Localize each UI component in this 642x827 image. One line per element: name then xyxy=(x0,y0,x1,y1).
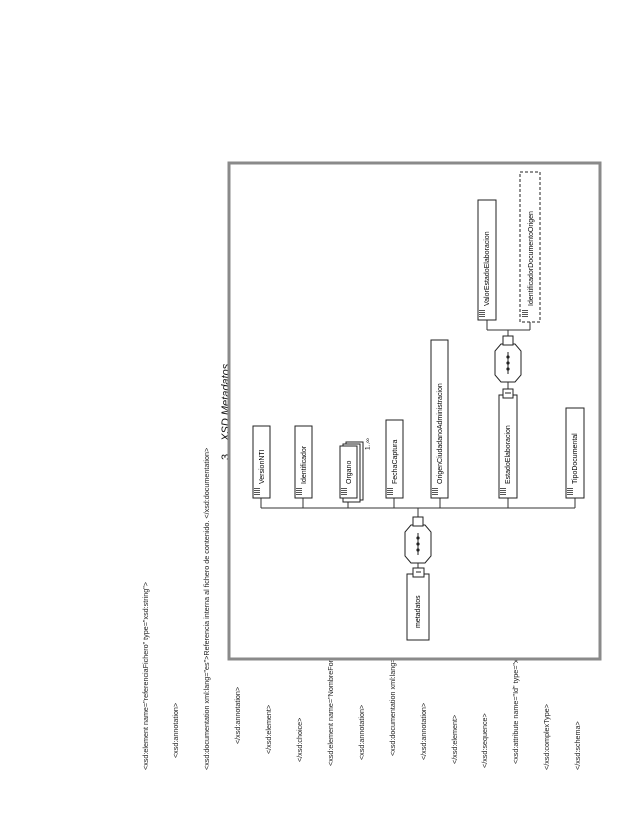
element-label: Identificador xyxy=(301,445,308,484)
element-box-origenciudadanoadministracion: OrigenCiudadanoAdministracion xyxy=(430,339,449,499)
element-label: FechaCaptura xyxy=(392,440,399,484)
element-box-fechacaptura: FechaCaptura xyxy=(385,419,404,499)
element-label: ValorEstadoElaboracion xyxy=(484,231,491,306)
connectors xyxy=(260,320,576,574)
element-box-valorestadoelaboracion: ValorEstadoElaboracion xyxy=(477,199,497,321)
element-label: EstadoElaboracion xyxy=(505,425,512,484)
element-label: Organo xyxy=(346,461,353,484)
element-label: VersionNTI xyxy=(259,449,266,484)
element-box-identificadordocumentoorigen: IdentificadorDocumentoOrigen xyxy=(519,171,541,323)
element-box-metadatos: metadatos xyxy=(406,567,430,641)
element-box-identificador: Identificador xyxy=(294,425,313,499)
element-box-tipodocumental: TipoDocumental xyxy=(565,407,585,499)
element-box-estadoelaboracion: EstadoElaboracion xyxy=(498,388,518,499)
element-label: TipoDocumental xyxy=(572,433,579,484)
element-label: metadatos xyxy=(415,595,422,628)
element-label: OrigenCiudadanoAdministracion xyxy=(437,383,444,484)
element-box-versionnti: VersionNTI xyxy=(252,425,271,499)
sequence-compositor xyxy=(494,335,522,383)
element-label: IdentificadorDocumentoOrigen xyxy=(528,211,535,306)
sequence-compositor xyxy=(404,516,432,564)
element-box-organo: Organo 1..∞ xyxy=(339,438,372,503)
multiplicity-label: 1..∞ xyxy=(365,438,372,450)
